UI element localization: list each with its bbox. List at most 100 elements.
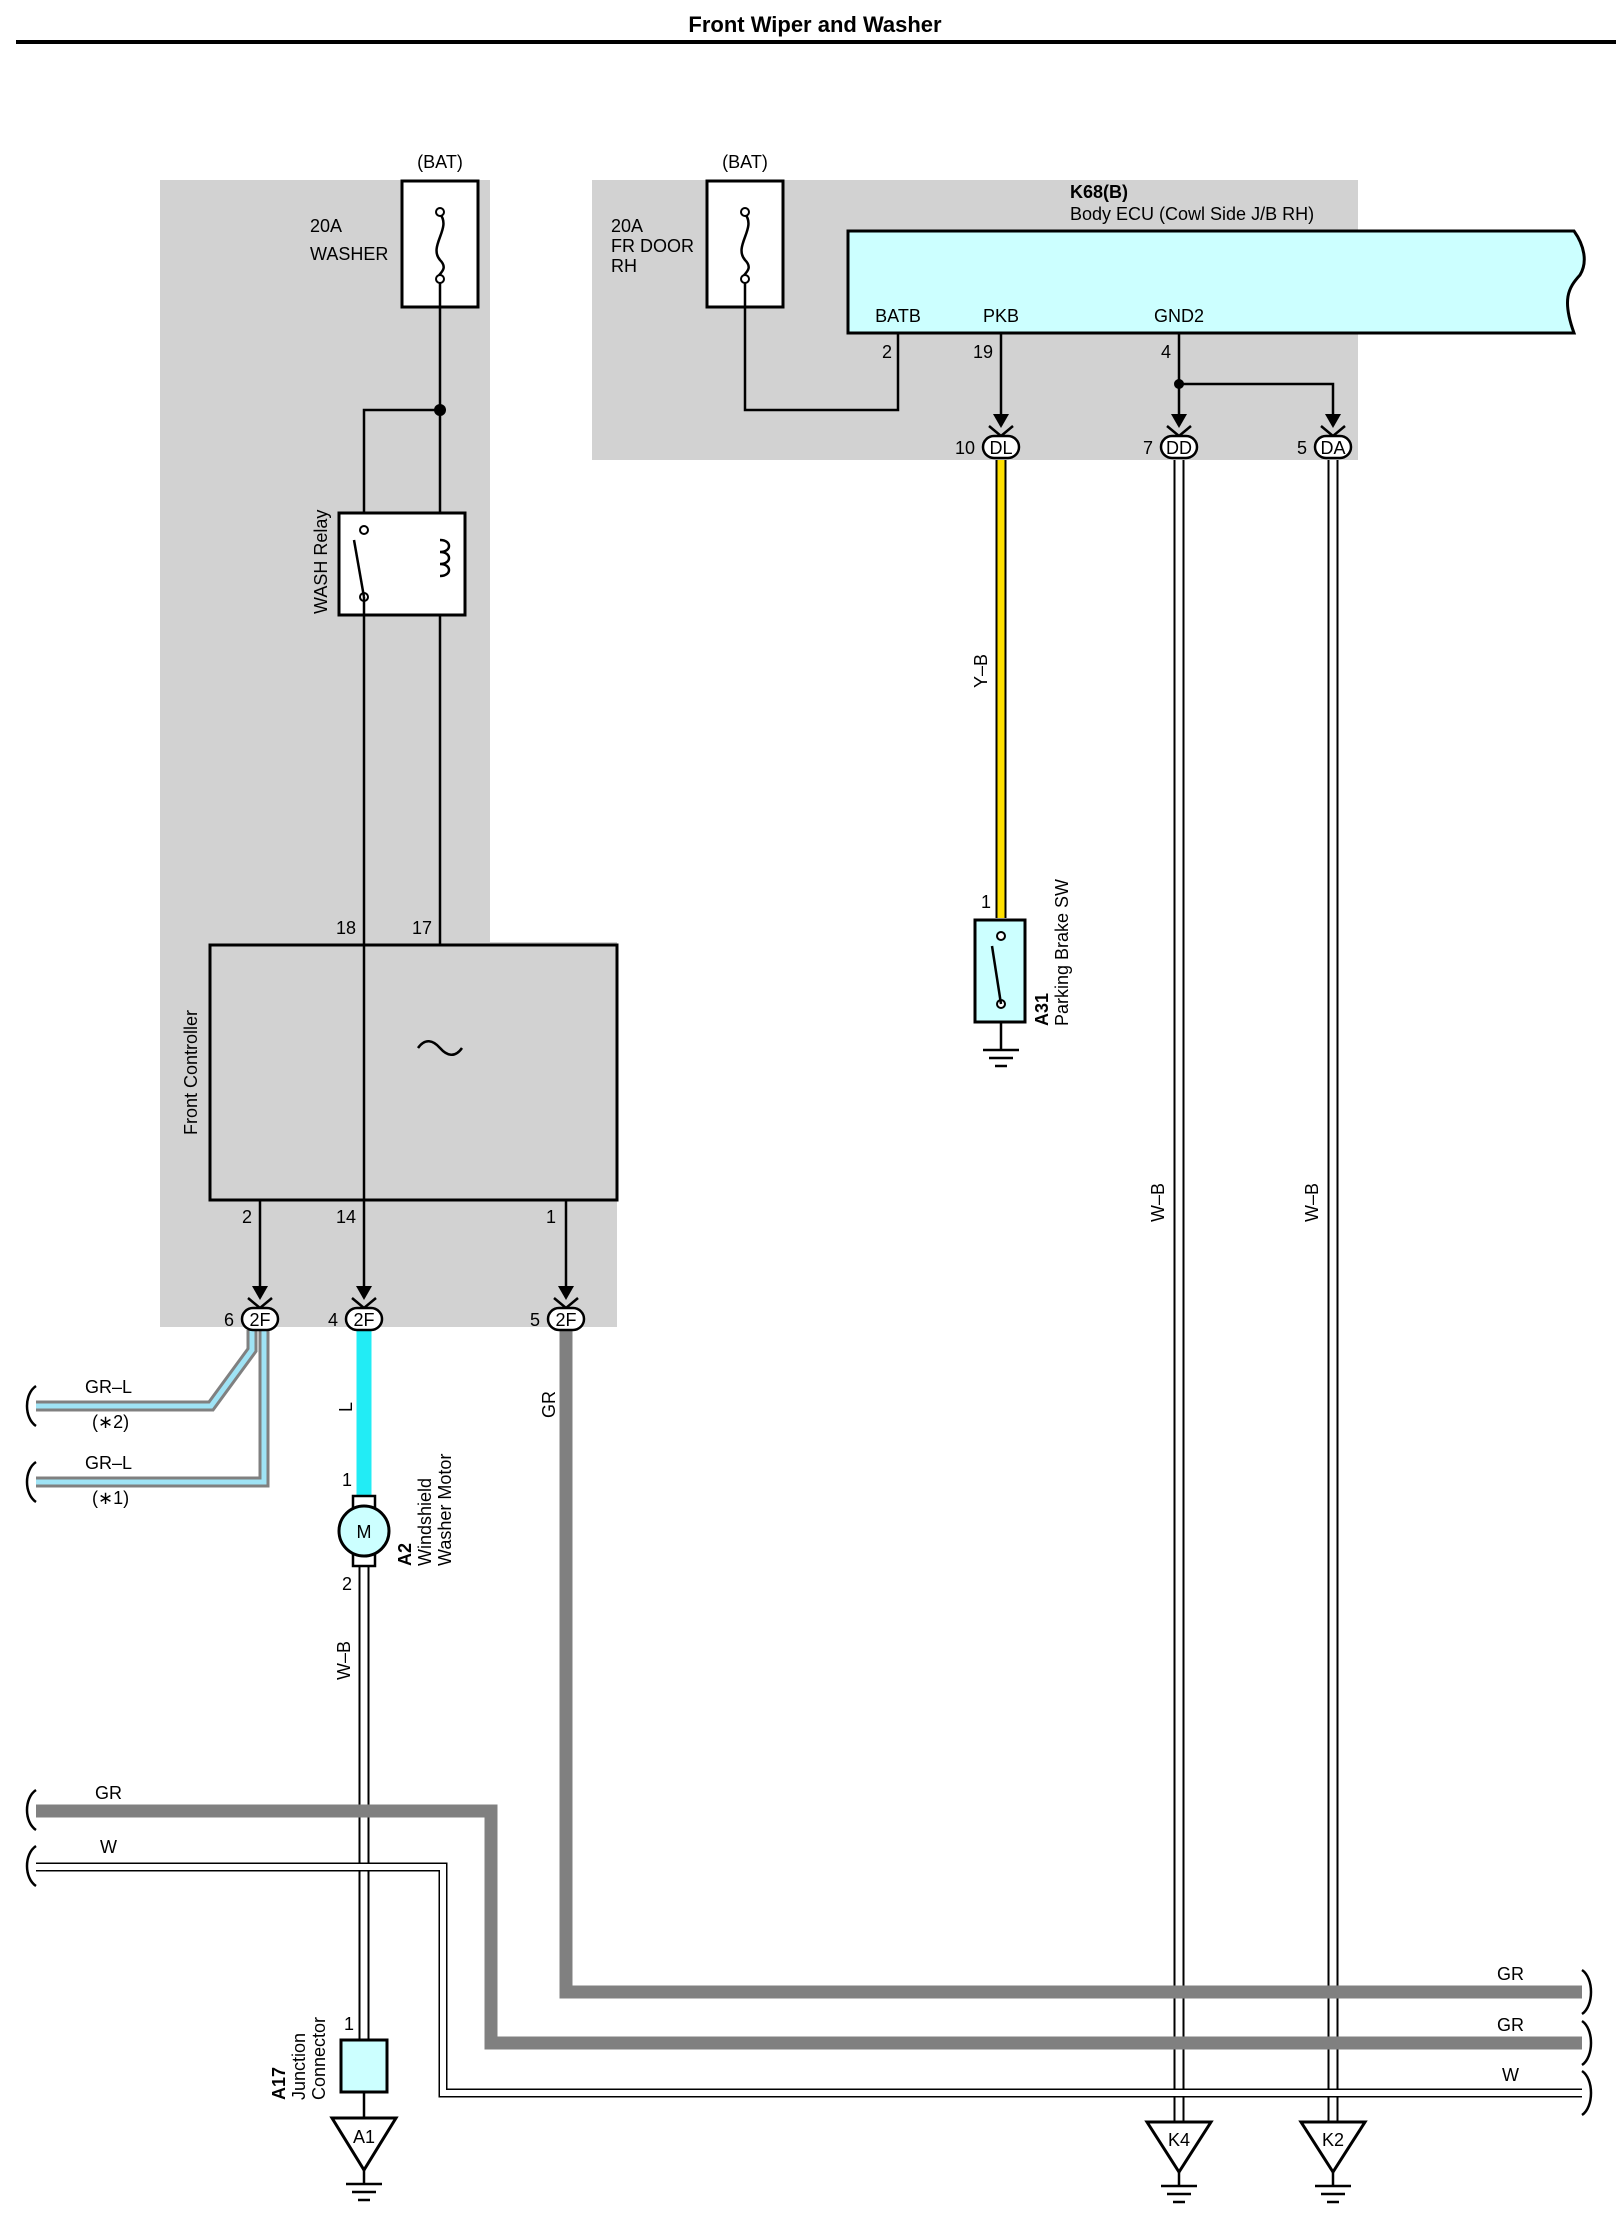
wire-w-through — [36, 1862, 1582, 2098]
wire-label-w-left: W — [100, 1837, 117, 1857]
wire-label-yb: Y–B — [971, 654, 991, 688]
connector-da — [1313, 414, 1353, 460]
wire-gnd2-to-da — [1179, 382, 1335, 418]
connector-2f-pin5-pin: 5 — [530, 1310, 540, 1330]
wire-label-wb-dd: W–B — [1148, 1183, 1168, 1222]
fr-door-fuse-source: (BAT) — [722, 152, 768, 172]
fr-door-fuse-name-1: FR DOOR — [611, 236, 694, 256]
junction-name-1: Junction — [289, 2033, 309, 2100]
ground-k2-label: K2 — [1322, 2130, 1344, 2150]
break-mark-gr-right-top — [1581, 1968, 1593, 2016]
wire-gr-2f5 — [559, 1330, 1582, 1999]
connector-dl-code: DL — [989, 438, 1012, 458]
wire-grl-2 — [36, 1330, 258, 1412]
parking-brake-code: A31 — [1032, 993, 1052, 1026]
wire-label-gr-right-mid: GR — [1497, 2015, 1524, 2035]
controller-pin-17: 17 — [412, 918, 432, 938]
junction-code: A17 — [269, 2067, 289, 2100]
wire-note-grl-2: (∗2) — [92, 1412, 129, 1432]
washer-motor-code: A2 — [395, 1543, 415, 1566]
front-controller-box — [208, 943, 619, 1202]
wire-label-gr-left: GR — [95, 1783, 122, 1803]
washer-motor-icon — [337, 1504, 391, 1558]
pin-num-pkb: 19 — [973, 342, 993, 362]
pin-name-gnd2: GND2 — [1154, 306, 1204, 326]
pin-name-pkb: PKB — [983, 306, 1019, 326]
fr-door-fuse-terminal-top — [740, 207, 750, 217]
controller-pin-2: 2 — [242, 1207, 252, 1227]
wash-relay-contact-top — [359, 525, 369, 535]
wire-note-grl-1: (∗1) — [92, 1488, 129, 1508]
page-title: Front Wiper and Washer — [688, 12, 942, 37]
washer-splice — [434, 404, 446, 416]
parking-brake-name: Parking Brake SW — [1052, 879, 1072, 1026]
wire-gr-through — [36, 1804, 1582, 2050]
junction-pin: 1 — [344, 2014, 354, 2034]
wire-label-grl-2: GR–L — [85, 1377, 132, 1397]
ground-k4-label: K4 — [1168, 2130, 1190, 2150]
wire-label-l: L — [336, 1402, 356, 1412]
connector-2f-pin6-pin: 6 — [224, 1310, 234, 1330]
connector-2f-pin4-pin: 4 — [328, 1310, 338, 1330]
wire-grl-1 — [36, 1330, 270, 1488]
ground-symbol-parking-brake — [983, 1048, 1019, 1068]
wire-label-gr-right-top: GR — [1497, 1964, 1524, 1984]
ground-point-k2 — [1298, 2120, 1368, 2204]
front-controller-internal-icon — [416, 1040, 464, 1056]
wire-label-wb-da: W–B — [1302, 1183, 1322, 1222]
body-ecu-name: Body ECU (Cowl Side J/B RH) — [1070, 204, 1314, 224]
fr-door-fuse-name-2: RH — [611, 256, 637, 276]
wire-label-gr-2f5: GR — [539, 1391, 559, 1418]
body-ecu-code: K68(B) — [1070, 182, 1128, 202]
washer-motor-pin1: 1 — [342, 1470, 352, 1490]
pin-num-gnd2: 4 — [1161, 342, 1171, 362]
junction-name-2: Connector — [309, 2017, 329, 2100]
washer-motor-name-1: Windshield — [415, 1478, 435, 1566]
break-mark-w-right — [1581, 2069, 1593, 2117]
washer-fuse-terminal-top — [435, 207, 445, 217]
connector-da-code: DA — [1320, 438, 1345, 458]
wire-label-grl-1: GR–L — [85, 1453, 132, 1473]
connector-2f-pin4-code: 2F — [353, 1310, 374, 1330]
connector-2f-pin6-code: 2F — [249, 1310, 270, 1330]
washer-fuse-terminal-bottom — [435, 274, 445, 284]
wash-relay-switch-blade — [352, 539, 366, 598]
connector-dl — [981, 414, 1021, 460]
washer-fuse-name: WASHER — [310, 244, 388, 264]
wash-relay-coil-icon — [439, 538, 451, 578]
connector-2f-pin6 — [240, 1286, 280, 1332]
ground-point-k4 — [1144, 2120, 1214, 2204]
break-mark-grl-2 — [25, 1384, 37, 1428]
wire-washer-relay-feed — [362, 408, 440, 528]
washer-motor-symbol: M — [357, 1522, 372, 1542]
controller-pin-18: 18 — [336, 918, 356, 938]
wire-fr-door-fuse-to-batb — [743, 282, 900, 412]
connector-dd-code: DD — [1166, 438, 1192, 458]
fr-door-fuse-amps: 20A — [611, 216, 643, 236]
parking-brake-contact-top — [996, 931, 1006, 941]
break-mark-gr-right-mid — [1581, 2019, 1593, 2067]
junction-connector-box — [339, 2038, 389, 2094]
pin-name-batb: BATB — [875, 306, 921, 326]
washer-motor-name-2: Washer Motor — [435, 1454, 455, 1566]
washer-motor-pin2: 2 — [342, 1574, 352, 1594]
controller-pin-14: 14 — [336, 1207, 356, 1227]
wire-label-wb-motor: W–B — [334, 1641, 354, 1680]
washer-fuse-amps: 20A — [310, 216, 342, 236]
break-mark-gr-left — [25, 1788, 37, 1832]
connector-dd-pin: 7 — [1143, 438, 1153, 458]
connector-da-pin: 5 — [1297, 438, 1307, 458]
pin-num-batb: 2 — [882, 342, 892, 362]
break-mark-w-left — [25, 1844, 37, 1888]
ground-a1-label: A1 — [353, 2127, 375, 2147]
connector-2f-pin4 — [344, 1286, 384, 1332]
body-ecu-box — [846, 229, 1586, 335]
parking-brake-switch-blade — [990, 945, 1003, 1005]
ground-point-a1 — [329, 2116, 399, 2202]
gnd2-splice — [1174, 379, 1184, 389]
wire-label-w-right: W — [1502, 2065, 1519, 2085]
front-controller-label: Front Controller — [181, 1010, 201, 1135]
break-mark-grl-1 — [25, 1460, 37, 1504]
connector-2f-pin5 — [546, 1286, 586, 1332]
